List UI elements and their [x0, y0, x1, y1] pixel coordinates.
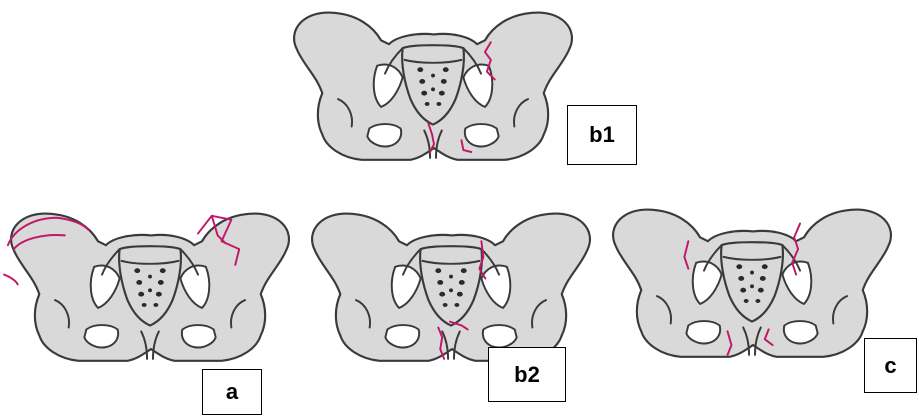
panel-label-c-text: c: [884, 353, 896, 379]
pelvis-c: [613, 210, 891, 357]
panel-label-b1: b1: [567, 105, 637, 165]
pelvis-b2: [312, 214, 590, 361]
panel-label-b2: b2: [488, 347, 566, 402]
pelvis-a: [4, 214, 289, 361]
panel-label-a: a: [202, 369, 262, 415]
panel-label-b1-text: b1: [589, 122, 615, 148]
fracture-line-a-spine: [4, 275, 18, 285]
panel-label-a-text: a: [226, 379, 238, 405]
panel-label-b2-text: b2: [514, 362, 540, 388]
pelvis-b1: [294, 13, 572, 160]
panel-label-c: c: [864, 338, 917, 393]
